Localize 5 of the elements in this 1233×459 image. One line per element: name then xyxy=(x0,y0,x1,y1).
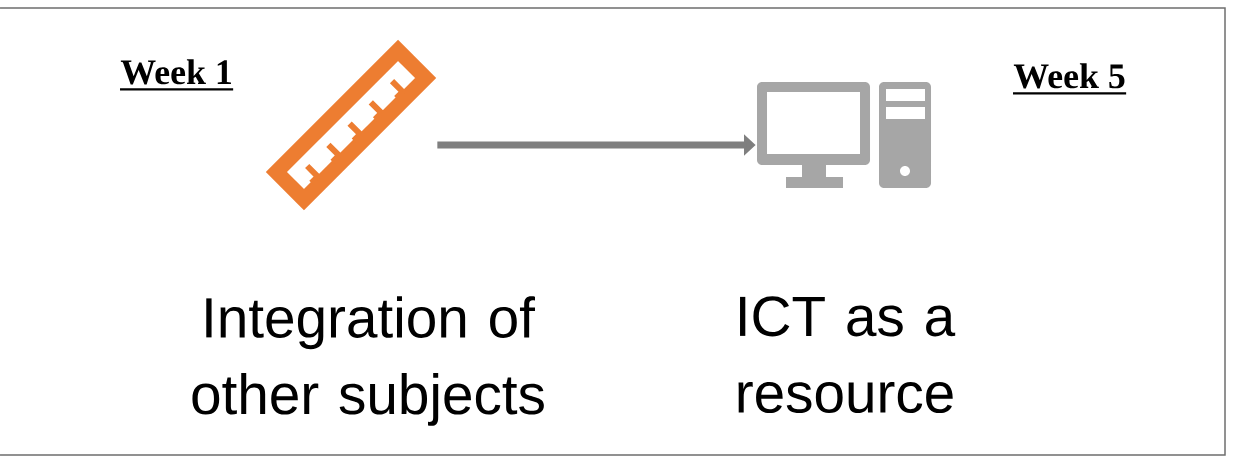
computer-icon xyxy=(757,82,931,188)
node-label: Integration of other subjects xyxy=(192,296,544,426)
underlined-label: Week 1 xyxy=(120,59,234,91)
underlined-label: Week 5 xyxy=(1013,63,1127,95)
node-label: ICT as a resource xyxy=(738,296,956,414)
